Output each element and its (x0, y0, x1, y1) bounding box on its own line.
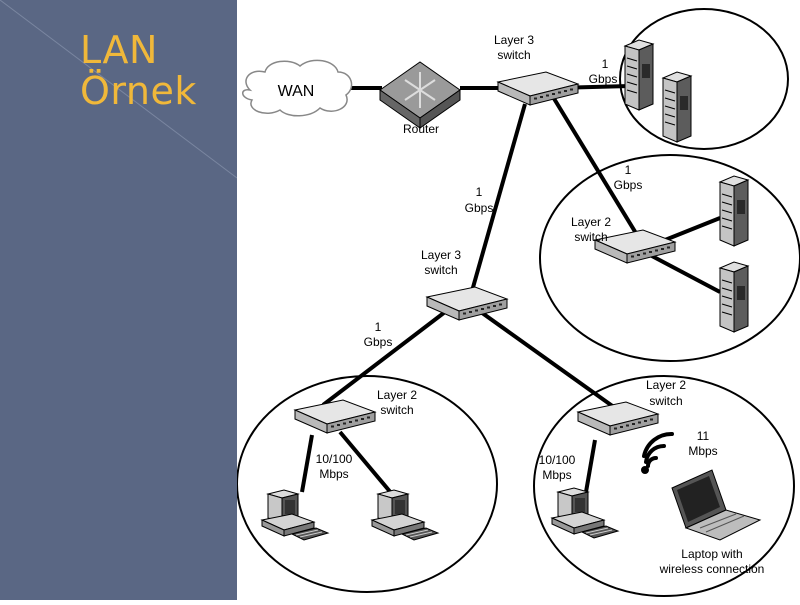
right-segment-circle (533, 375, 795, 597)
left-speed-label-1: 10/100 (316, 452, 353, 466)
server-segment-circle (619, 8, 789, 150)
desktop-pc-icon (551, 487, 619, 539)
link-l3-l3 (468, 103, 527, 299)
right-speed-label-1: 10/100 (539, 453, 576, 467)
server-icon (719, 261, 749, 333)
l2-server-segment-circle (539, 154, 800, 362)
wan-label: WAN (278, 83, 315, 100)
server-icon (662, 71, 692, 143)
right-switch-label-1: Layer 2 (646, 378, 686, 392)
wan-cloud: WAN (242, 59, 353, 117)
left-switch-label-2: switch (380, 403, 413, 417)
network-diagram-canvas: WAN Router Layer 3 (236, 8, 800, 597)
link-top-mid-label-2: Gbps (465, 201, 494, 215)
slide-title-line2: Örnek (80, 69, 197, 113)
link-l3-l2-left (321, 310, 447, 407)
left-segment-circle (236, 375, 498, 593)
link-l2-server-a (664, 216, 721, 242)
left-switch-label-1: Layer 2 (377, 388, 417, 402)
link-top-mid-label-1: 1 (476, 185, 483, 199)
link-l2-pc3 (584, 439, 597, 493)
laptop-label-2: wireless connection (659, 562, 765, 576)
server-icon (719, 175, 749, 247)
wireless-signal-icon (641, 431, 674, 474)
link-mid-left-label-2: Gbps (364, 335, 393, 349)
left-speed-label-2: Mbps (319, 467, 348, 481)
network-links (300, 84, 721, 502)
top-layer3-switch-icon (497, 71, 579, 106)
server-icon (624, 39, 654, 111)
title-sidebar: LAN Örnek (0, 0, 237, 600)
lan-diagram: WAN Router Layer 3 (236, 0, 800, 600)
server-switch-label-2: switch (574, 230, 607, 244)
top-switch-label-1: Layer 3 (494, 33, 534, 47)
router-icon (379, 61, 461, 129)
top-switch-label-2: switch (497, 48, 530, 62)
server-switch-label-1: Layer 2 (571, 215, 611, 229)
link-top-l2-label-2: Gbps (614, 178, 643, 192)
wireless-speed-label-1: 11 (697, 429, 710, 443)
laptop-icon (671, 469, 762, 541)
link-l2-pc2 (338, 430, 399, 502)
slide-title: LAN Örnek (80, 30, 197, 112)
link-top-servers-label-2: Gbps (589, 72, 618, 86)
left-layer2-switch-icon (294, 399, 376, 434)
link-l2-pc1 (300, 434, 314, 493)
mid-switch-label-1: Layer 3 (421, 248, 461, 262)
slide-title-line1: LAN (80, 28, 158, 72)
network-segments (236, 8, 800, 597)
desktop-pc-icon (261, 489, 329, 541)
link-l3-l2-right (476, 308, 620, 412)
sidebar-decoration (0, 0, 237, 179)
wireless-speed-label-2: Mbps (688, 444, 717, 458)
link-l2-server-b (649, 253, 721, 294)
right-speed-label-2: Mbps (542, 468, 571, 482)
right-switch-label-2: switch (649, 394, 682, 408)
right-layer2-switch-icon (577, 401, 659, 436)
link-top-servers-label-1: 1 (602, 57, 609, 71)
link-top-l2-label-1: 1 (625, 163, 632, 177)
desktop-pc-icon (371, 489, 439, 541)
link-mid-left-label-1: 1 (375, 320, 382, 334)
link-l3-l2-servers (548, 90, 647, 250)
router-label: Router (403, 122, 439, 136)
mid-switch-label-2: switch (424, 263, 457, 277)
laptop-label-1: Laptop with (681, 547, 742, 561)
